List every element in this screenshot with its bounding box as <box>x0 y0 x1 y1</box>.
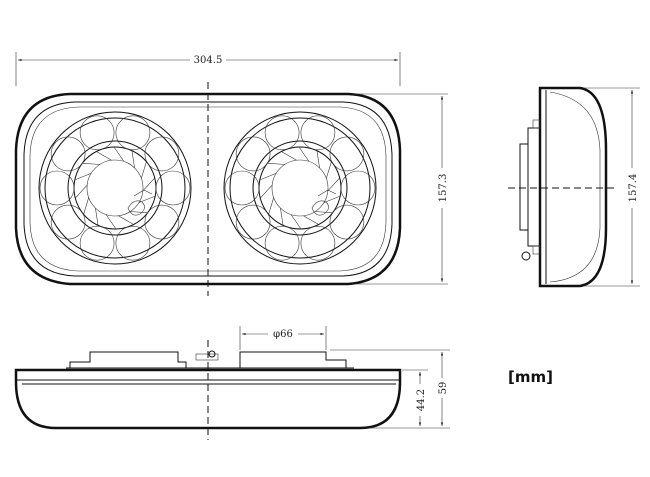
lens-petal <box>235 204 271 240</box>
lens-diameter-dimension-label: φ66 <box>273 329 293 340</box>
body-height-dimension-label: 44.2 <box>416 389 427 411</box>
right-lens-dome <box>239 351 347 368</box>
front-height-dimension-label: 157.3 <box>438 174 449 203</box>
right-lens <box>223 111 377 265</box>
lens-petal <box>264 225 300 261</box>
width-dimension-label: 304.5 <box>194 55 223 66</box>
lens-petal <box>79 115 115 151</box>
left-lens-dome <box>69 351 187 368</box>
lens-petal <box>224 170 260 206</box>
lens-petal <box>39 170 75 206</box>
side-mount-plate <box>527 127 541 247</box>
lens-facets <box>259 146 341 230</box>
lens-petal <box>264 115 300 151</box>
side-height-dimension-label: 157.4 <box>628 174 639 203</box>
bottom-housing <box>14 368 402 430</box>
lens-petal <box>50 136 86 172</box>
lens-petal <box>155 170 191 206</box>
front-view: 304.5 157.3 <box>14 52 450 296</box>
bottom-view: φ66 44.2 59 <box>14 326 450 440</box>
front-housing-inner <box>23 101 393 277</box>
lens-petal <box>329 136 365 172</box>
side-view: 157.4 <box>508 86 640 288</box>
lens-petal <box>79 225 115 261</box>
side-housing <box>538 86 608 288</box>
lens-petal <box>50 204 86 240</box>
lens-petal <box>340 170 376 206</box>
total-height-dimension-label: 59 <box>438 382 449 395</box>
lens-petal <box>144 136 180 172</box>
front-housing-outer <box>14 92 402 286</box>
lens-petal <box>115 225 151 261</box>
lens-petal <box>144 204 180 240</box>
lens-petal <box>115 115 151 151</box>
lens-petal <box>300 115 336 151</box>
lens-petal <box>300 225 336 261</box>
unit-label: [mm] <box>508 368 553 386</box>
lens-petal <box>329 204 365 240</box>
left-lens <box>38 111 192 265</box>
lens-petal <box>235 136 271 172</box>
lens-facets <box>74 146 156 230</box>
